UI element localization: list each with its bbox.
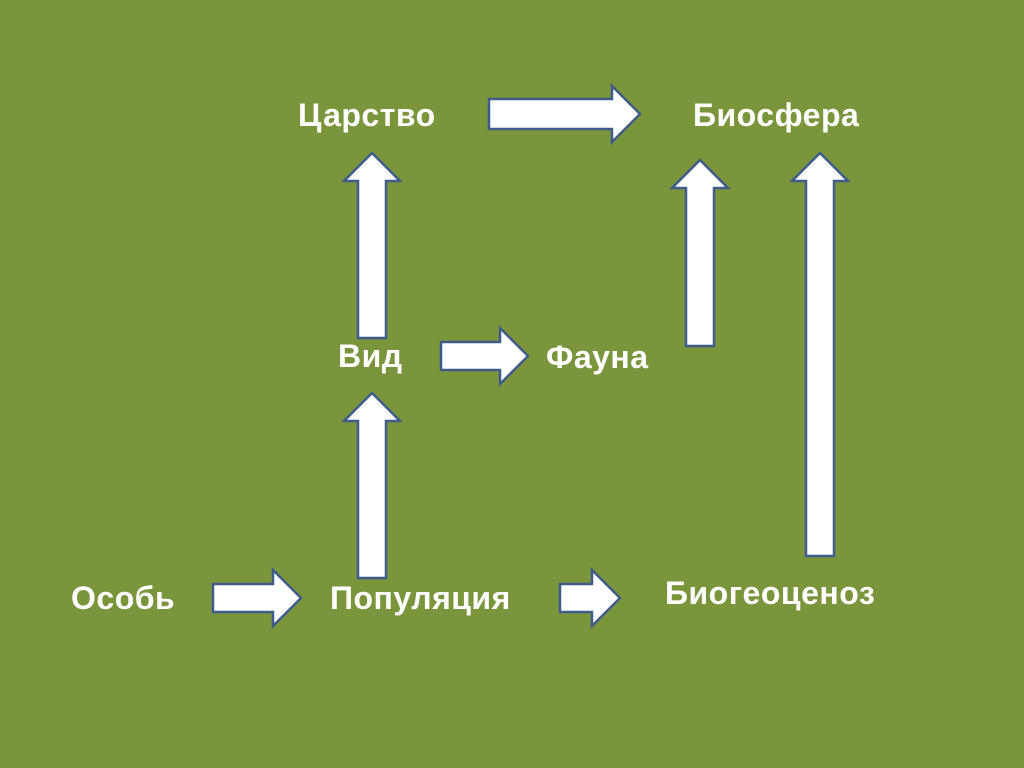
arrow-tsarstvo-to-biosfera xyxy=(487,82,642,146)
arrow-osob-to-populyatsiya xyxy=(211,566,303,630)
node-vid: Вид xyxy=(338,338,403,374)
node-fauna: Фауна xyxy=(546,339,649,375)
arrow-biogeotsenoz-to-biosfera xyxy=(788,151,852,558)
arrow-populyatsiya-to-vid xyxy=(340,391,404,580)
arrow-vid-to-fauna xyxy=(439,324,530,388)
arrow-fauna-to-biosfera xyxy=(668,158,732,348)
node-populyatsiya: Популяция xyxy=(330,580,511,616)
node-tsarstvo: Царство xyxy=(298,97,436,133)
node-biosfera: Биосфера xyxy=(693,97,860,133)
arrow-vid-to-tsarstvo xyxy=(340,151,404,340)
node-osob: Особь xyxy=(71,580,176,616)
arrow-populyatsiya-to-biogeotsenoz xyxy=(558,566,622,630)
node-biogeotsenoz: Биогеоценоз xyxy=(665,575,876,611)
